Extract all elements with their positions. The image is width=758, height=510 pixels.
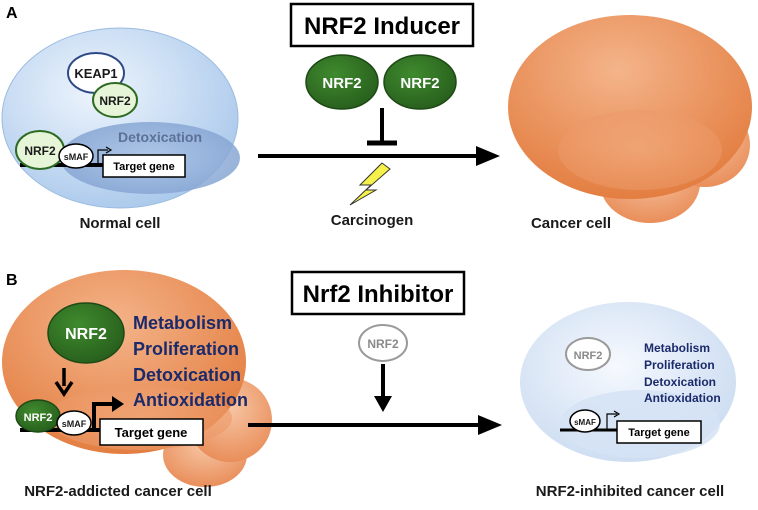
nrf2-inducer-title: NRF2 Inducer bbox=[304, 13, 460, 40]
inducer-nrf2-right-label: NRF2 bbox=[400, 75, 439, 92]
addicted-function-antioxidation: Antioxidation bbox=[133, 390, 248, 410]
inhibited-smaf-node bbox=[569, 409, 601, 433]
target-gene-label: Target gene bbox=[113, 161, 175, 173]
inhibited-function-detoxication: Detoxication bbox=[644, 375, 716, 389]
inducer-nrf2-left-node bbox=[305, 54, 379, 110]
addicted-nrf2-dna-label: NRF2 bbox=[24, 412, 53, 424]
inducer-nrf2-right-node bbox=[383, 54, 457, 110]
inducer-nrf2-left-label: NRF2 bbox=[322, 75, 361, 92]
smaf-label: sMAF bbox=[64, 152, 89, 162]
nrf2-dna-label: NRF2 bbox=[24, 144, 56, 158]
nrf2-inducer-box bbox=[289, 2, 475, 48]
inhibited-smaf-label: sMAF bbox=[574, 418, 596, 427]
addicted-promoter-arrow-icon bbox=[92, 402, 116, 428]
inhibited-function-metabolism: Metabolism bbox=[644, 341, 710, 355]
addicted-smaf-label: sMAF bbox=[62, 419, 87, 429]
nrf2-inhibited-cancer-cell: NRF2 Metabolism Proliferation Detoxicati… bbox=[520, 302, 736, 462]
addicted-smaf-node bbox=[56, 410, 92, 436]
cancer-cell-caption: Cancer cell bbox=[531, 215, 611, 232]
inhibited-nrf2-node bbox=[565, 337, 611, 371]
addicted-target-gene-label: Target gene bbox=[115, 425, 188, 440]
addicted-target-gene-box bbox=[99, 418, 204, 446]
panel-a-label: A bbox=[6, 5, 18, 22]
carcinogen-label: Carcinogen bbox=[331, 212, 414, 229]
addicted-function-proliferation: Proliferation bbox=[133, 339, 239, 359]
inhibited-target-gene-label: Target gene bbox=[628, 427, 690, 439]
nrf2-addicted-cancer-cell: NRF2 Metabolism Proliferation Detoxicati… bbox=[2, 270, 272, 487]
inhibited-caption: NRF2-inhibited cancer cell bbox=[536, 483, 724, 500]
inhibited-function-proliferation: Proliferation bbox=[644, 358, 715, 372]
addicted-function-detoxication: Detoxication bbox=[133, 365, 241, 385]
addicted-nrf2-big-node bbox=[47, 302, 125, 364]
addicted-function-metabolism: Metabolism bbox=[133, 313, 232, 333]
promoter-arrow-icon bbox=[97, 149, 108, 164]
inhibited-function-antioxidation: Antioxidation bbox=[644, 391, 721, 405]
nrf2-inhibitor-box bbox=[290, 270, 466, 316]
inhibited-target-gene-box bbox=[616, 420, 702, 444]
panel-b-label: B bbox=[6, 272, 18, 289]
keap1-label: KEAP1 bbox=[74, 66, 117, 81]
inhibitor-nrf2-label: NRF2 bbox=[367, 337, 399, 351]
normal-cell-caption: Normal cell bbox=[80, 215, 161, 232]
detox-label: Detoxication bbox=[118, 129, 202, 145]
carcinogen-lightning-icon bbox=[349, 162, 391, 206]
addicted-nrf2-big-label: NRF2 bbox=[65, 326, 107, 343]
cancer-cell bbox=[508, 15, 752, 223]
target-gene-box bbox=[102, 154, 186, 178]
smaf-node bbox=[58, 143, 94, 169]
nrf2-inhibitor-title: Nrf2 Inhibitor bbox=[303, 281, 454, 308]
nrf2-bound-node bbox=[92, 82, 138, 118]
normal-cell: Detoxication KEAP1 NRF2 NRF2 sMAF Target… bbox=[1, 27, 240, 209]
addicted-caption: NRF2-addicted cancer cell bbox=[24, 483, 212, 500]
inhibited-nrf2-label: NRF2 bbox=[574, 350, 603, 362]
nrf2-bound-label: NRF2 bbox=[99, 94, 131, 108]
inhibited-promoter-arrow-icon bbox=[606, 413, 617, 429]
inhibitor-nrf2-node bbox=[358, 324, 408, 362]
